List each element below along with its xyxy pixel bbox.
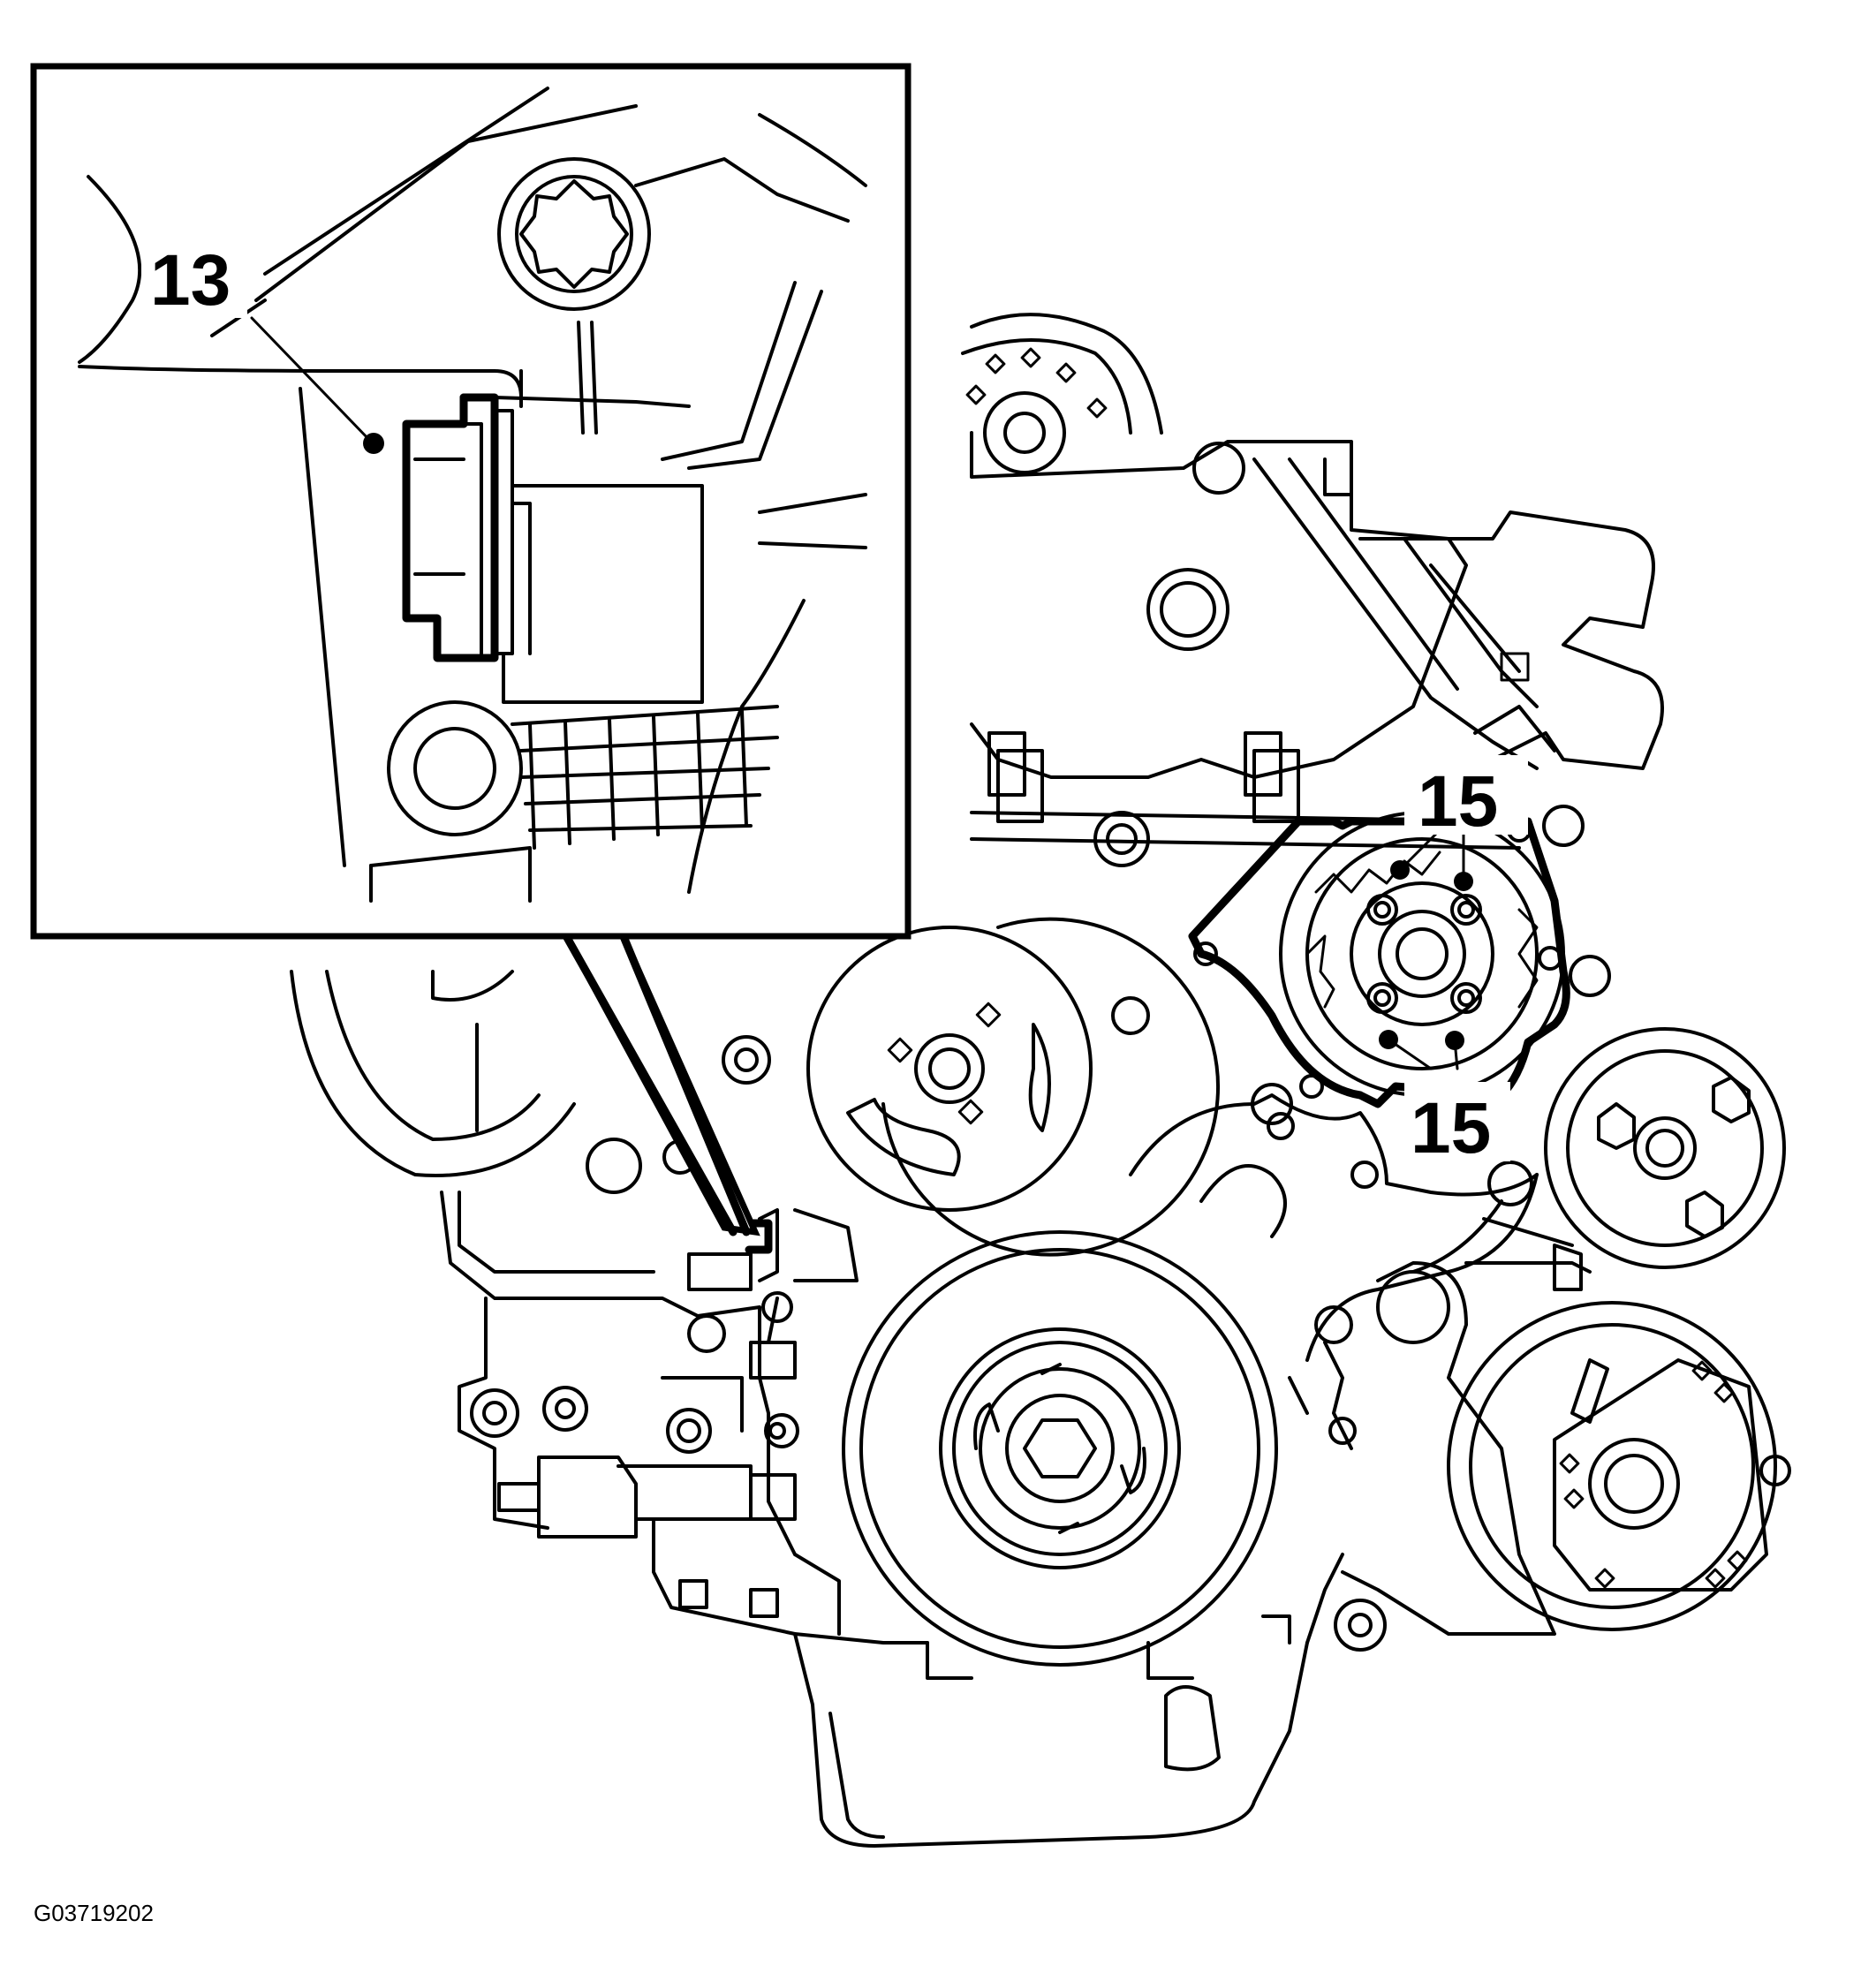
inset-contents [78, 87, 867, 903]
inset-pointer-edge [618, 930, 751, 1236]
inset-detail [30, 63, 912, 1236]
inset-grid [511, 705, 779, 850]
water-pump [1188, 805, 1611, 1108]
engine-block-left [440, 1191, 929, 1645]
callout-13-marker [363, 433, 384, 454]
idler-pulley-left [290, 917, 1220, 1257]
crankshaft-pulley [842, 1230, 1278, 1667]
timing-chain [961, 313, 1163, 474]
alternator [1447, 1301, 1791, 1631]
accessory-bracket [1288, 1217, 1592, 1652]
engine-front-view [290, 313, 1791, 1848]
callout-15-bottom-label: 15 [1411, 1088, 1491, 1168]
inset-pointer-edge [561, 930, 738, 1236]
manifold-right [1358, 510, 1664, 770]
callout-13-leader [250, 316, 373, 443]
inset-frame [30, 63, 912, 940]
figure-id: G03719202 [34, 1900, 154, 1926]
oil-pan [793, 1553, 1344, 1848]
callout-15-top-label: 15 [1418, 761, 1498, 842]
tensioner-pulley-right [1544, 1027, 1786, 1269]
callout-13-label: 13 [150, 240, 231, 321]
upper-timing-cover [970, 431, 1539, 779]
callout-labels: 13 15 15 G03719202 [34, 238, 1528, 1926]
lower-timing-cover [1129, 1083, 1539, 1362]
